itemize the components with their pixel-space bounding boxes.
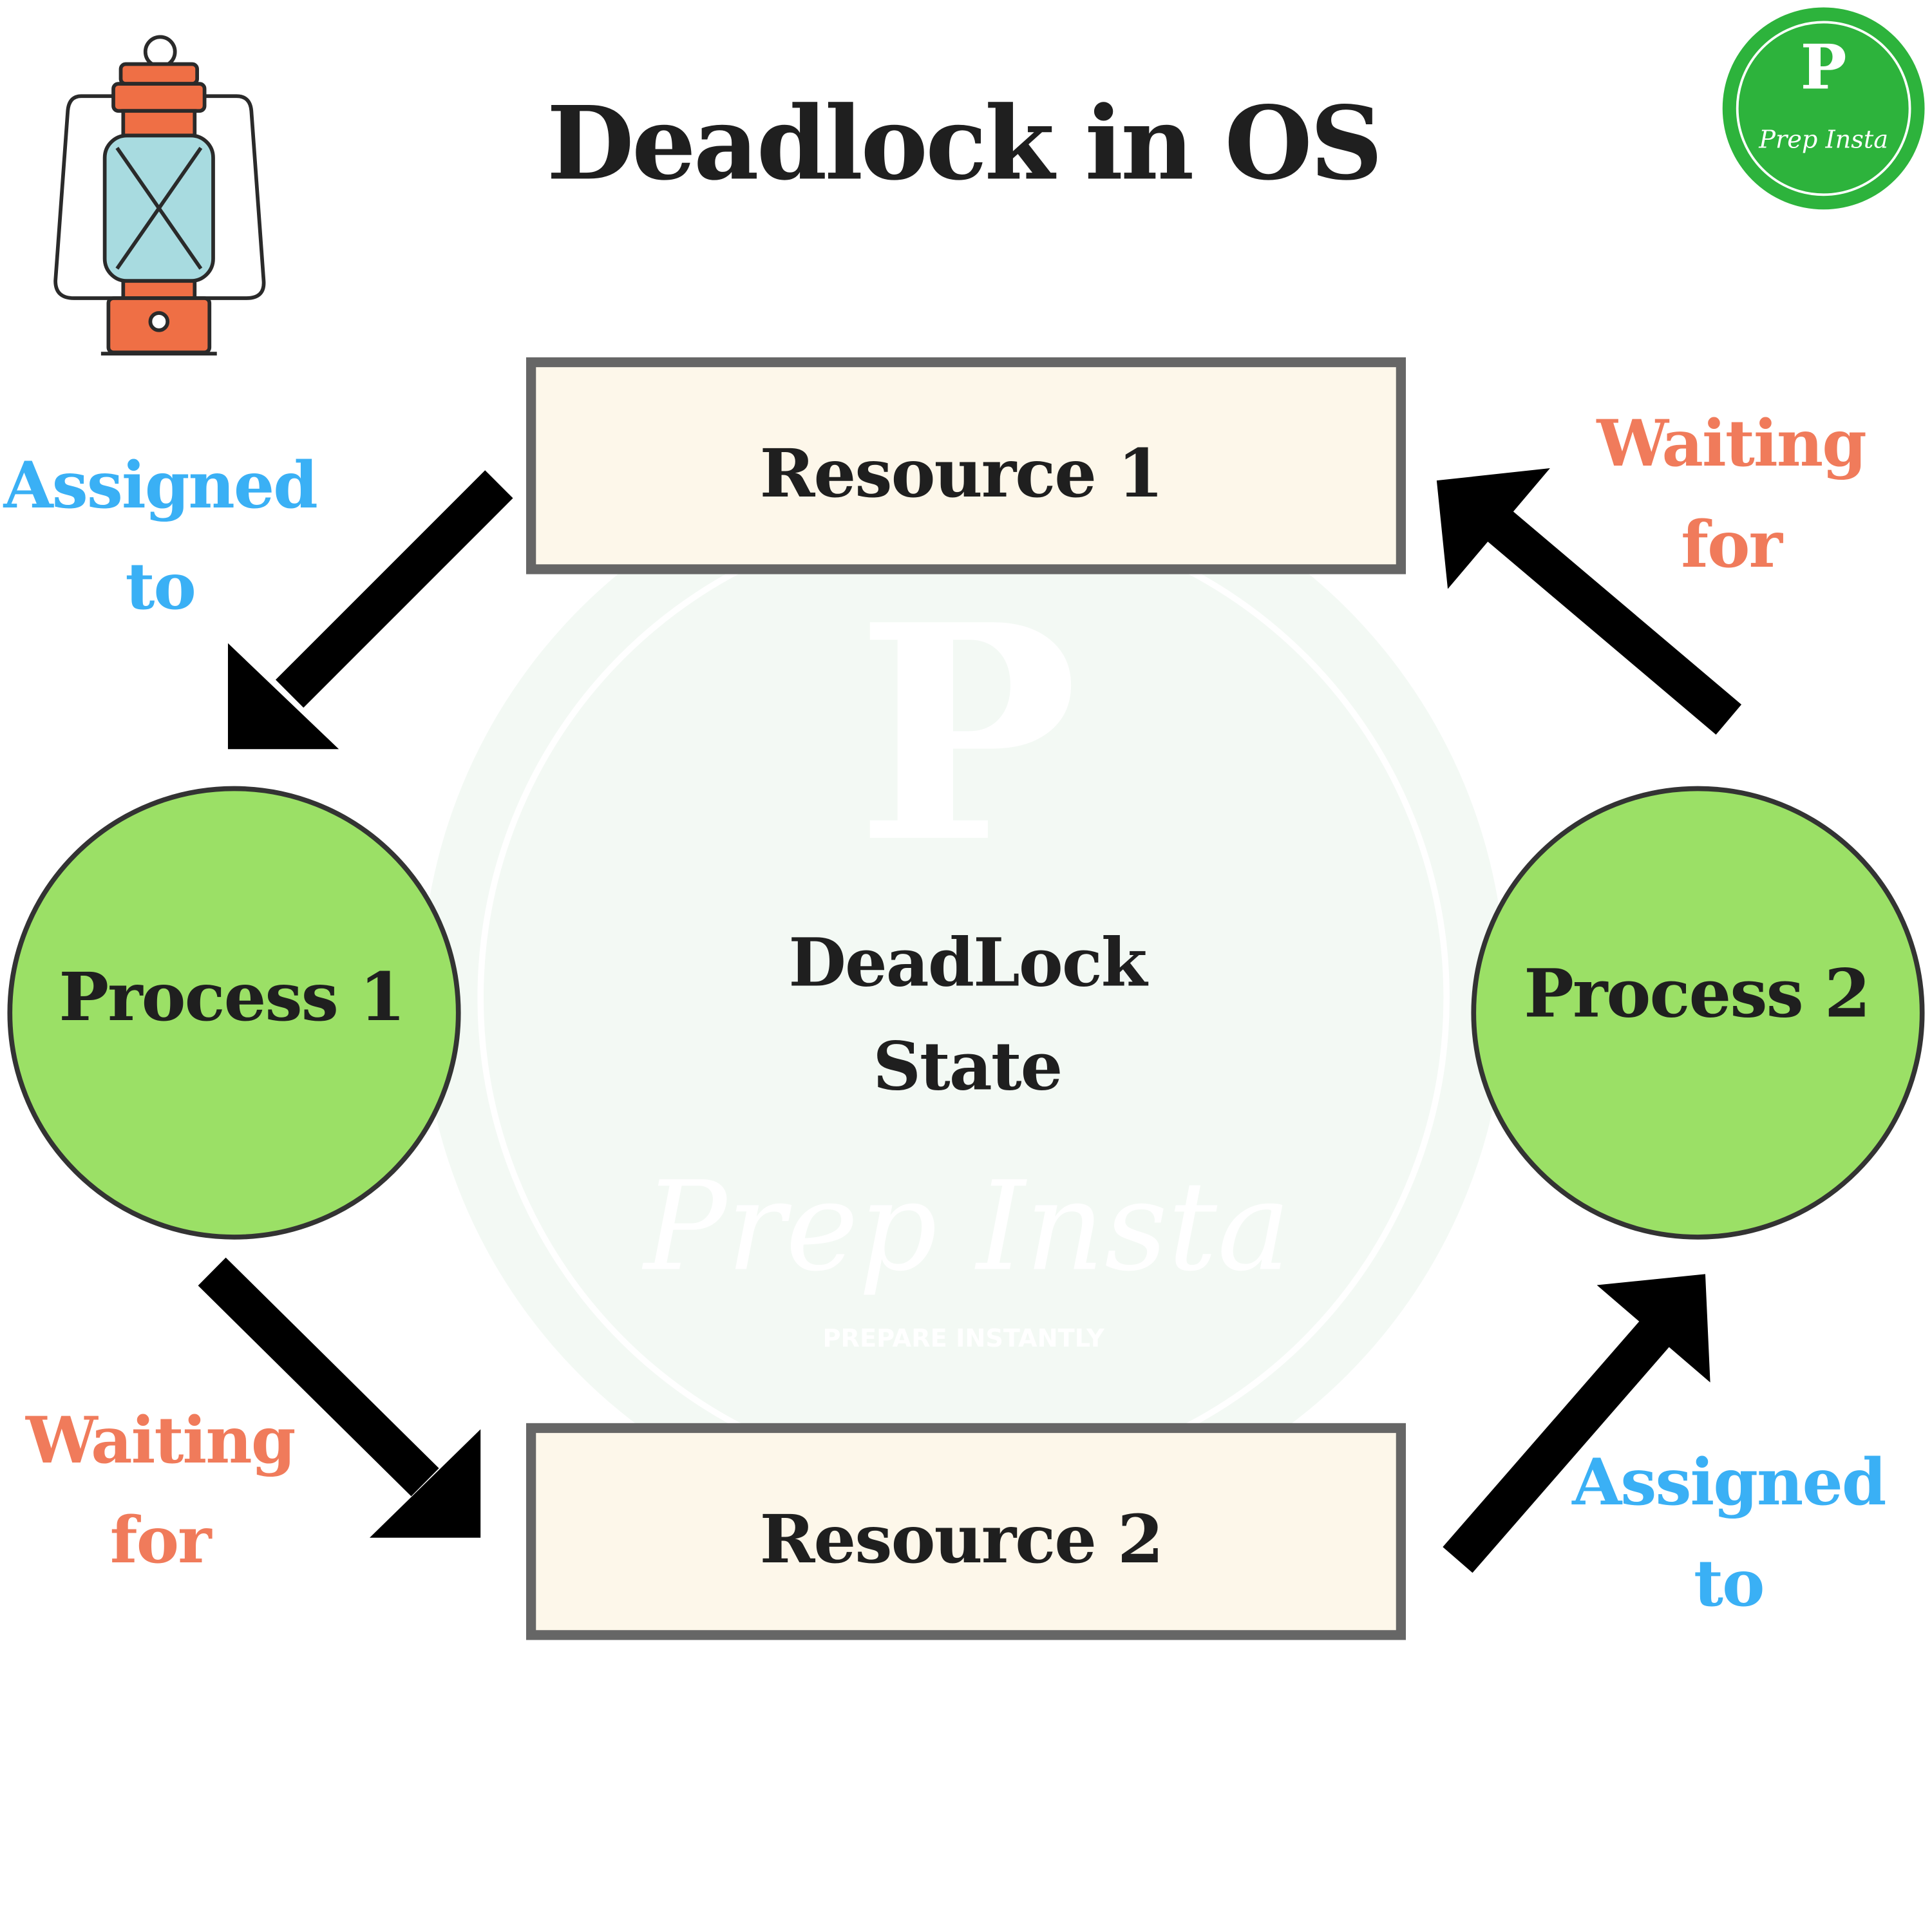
resource-1-label: Resource 1 [760,435,1162,513]
edge-label-waiting-1: Waiting [25,1403,295,1478]
logo-text: Prep Insta [1758,126,1888,155]
prepinsta-logo: P Prep Insta [1722,7,1925,210]
edge-label-assigned-1-to: to [125,549,194,624]
edge-label-waiting-1-for: for [110,1503,213,1578]
watermark-tagline: PREPARE INSTANTLY [822,1324,1105,1353]
arrow-resource2-to-process2 [1443,1274,1710,1573]
edge-label-assigned-2: Assigned [1571,1445,1886,1520]
process-2-label: Process 2 [1524,954,1870,1032]
edge-label-assigned-2-to: to [1694,1546,1763,1621]
center-label-line2: State [873,1027,1061,1105]
process-1-label: Process 1 [59,958,404,1036]
logo-letter: P [1801,31,1847,104]
process-2: Process 2 [1471,786,1925,1240]
resource-2: Resource 2 [526,1423,1406,1640]
resource-2-label: Resource 2 [760,1501,1162,1578]
edge-label-waiting-2-for: for [1681,507,1783,582]
watermark-letter: P [856,561,1078,908]
watermark-brand: Prep Insta [642,1155,1291,1299]
watermark: P Prep Insta PREPARE INSTANTLY [421,450,1506,1535]
page-title: Deadlock in OS [547,84,1381,202]
resource-1: Resource 1 [526,357,1406,574]
center-label-line1: DeadLock [788,924,1148,1002]
arrow-resource1-to-process1 [227,470,513,750]
arrow-process2-to-resource1 [1436,468,1742,735]
lantern-icon [53,35,266,355]
edge-label-assigned-1: Assigned [3,448,317,523]
process-1: Process 1 [7,786,461,1240]
edge-label-waiting-2: Waiting [1596,406,1866,481]
